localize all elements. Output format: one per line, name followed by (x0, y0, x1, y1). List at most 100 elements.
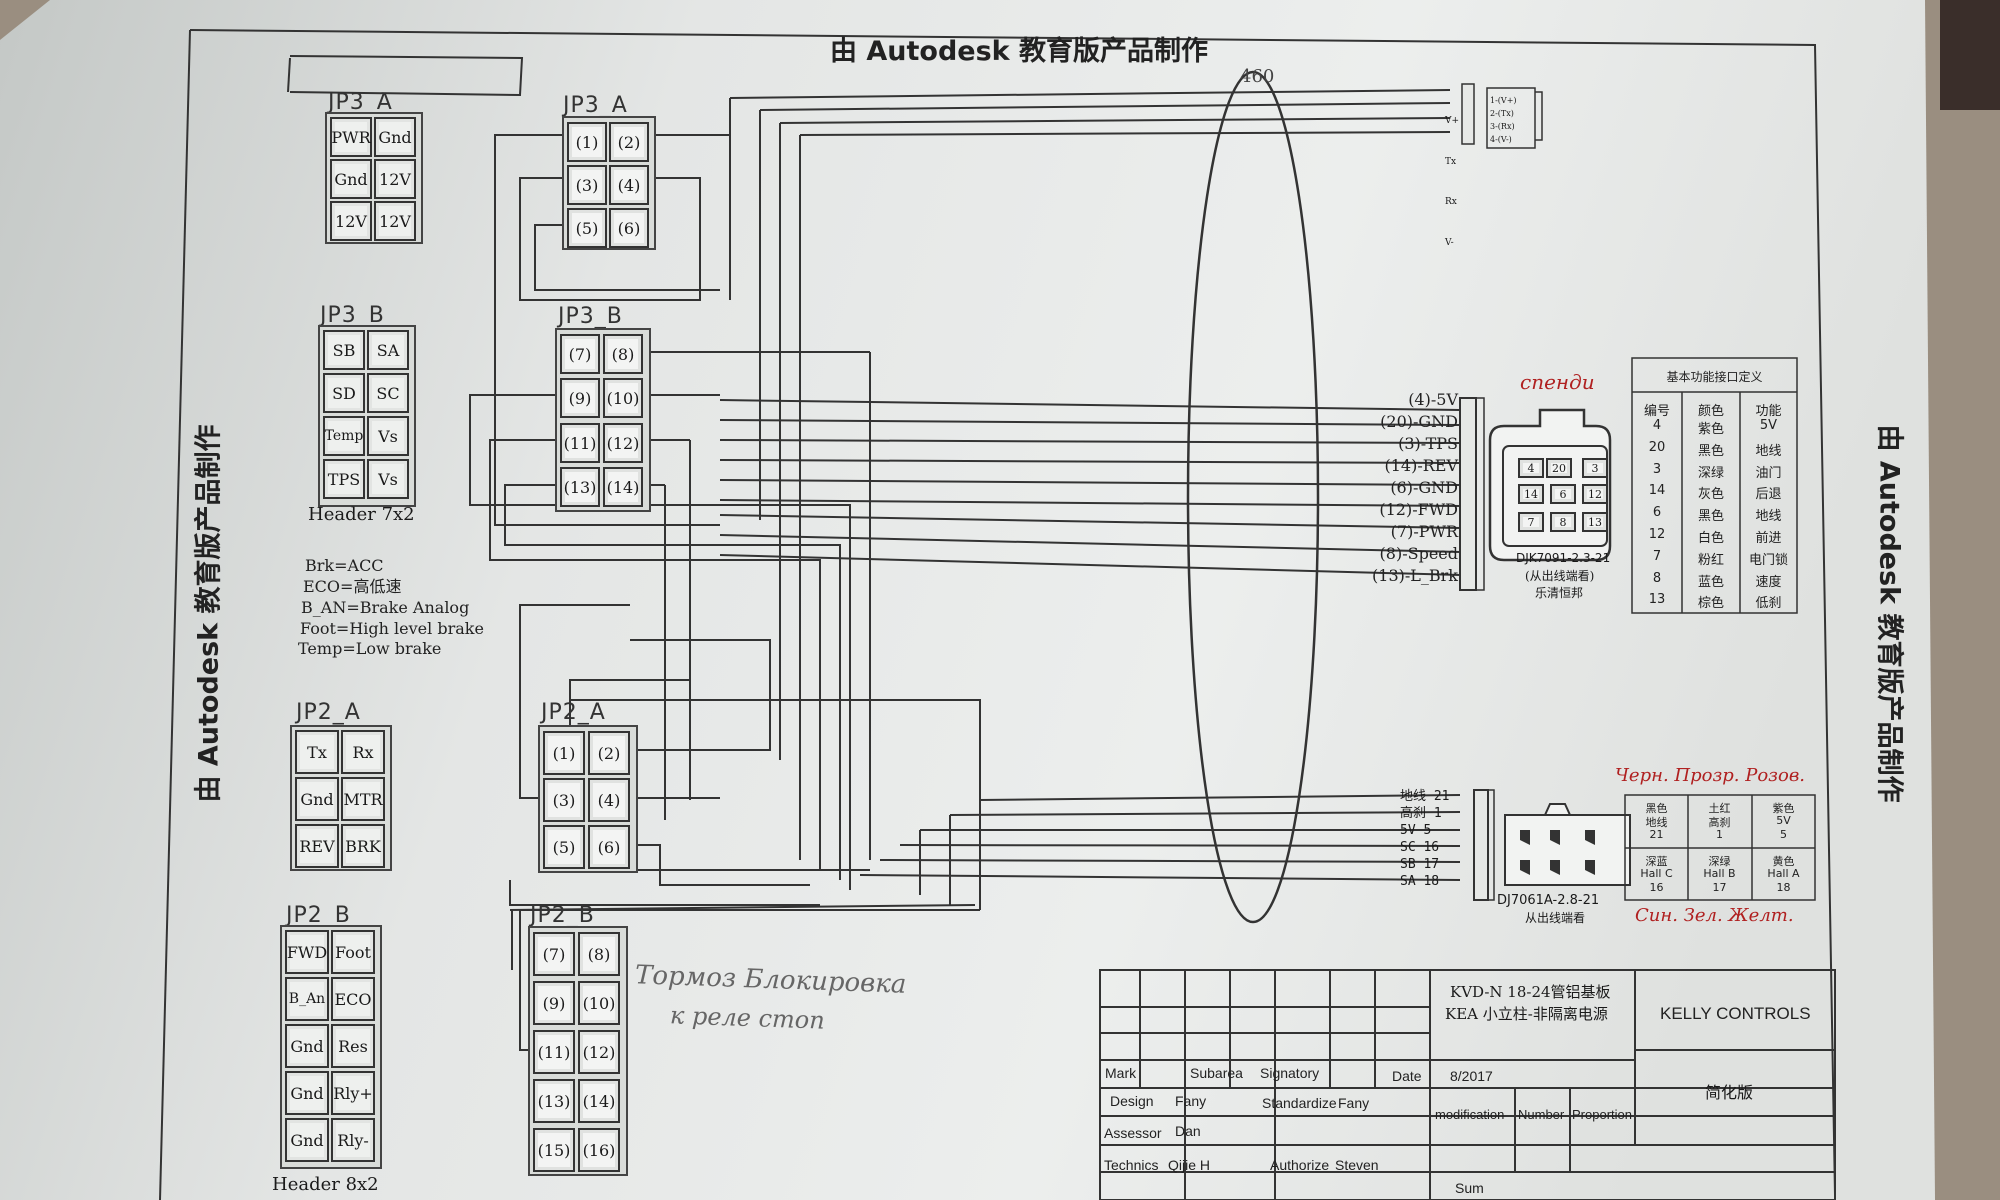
left-jp2b-pin: Rly- (331, 1118, 375, 1162)
left-jp2a-pin: BRK (341, 824, 385, 868)
tb-number: Number (1518, 1107, 1565, 1122)
throttle-signal: (20)-GND (1380, 412, 1458, 431)
center-jp2b-pin: (11) (533, 1030, 575, 1074)
left-jp3a-pin: 12V (330, 201, 372, 241)
center-jp3a-pin: (5) (567, 208, 607, 248)
note-line: B_AN=Brake Analog (301, 598, 470, 617)
func-table-header: 编号 (1643, 404, 1670, 419)
func-table-cell: 油门 (1755, 465, 1782, 481)
hall-signal: 高刹 1 (1400, 806, 1442, 821)
throttle-connector-pin: 7 (1518, 512, 1544, 532)
left-jp2b-pin: FWD (285, 930, 329, 974)
left-jp3b-pin: SB (323, 330, 365, 370)
hall-signal: SA 18 (1400, 874, 1440, 889)
center-jp2a-pin: (1) (543, 731, 585, 775)
left-jp2a-pin: REV (295, 824, 339, 868)
hall-table-cell: 1 (1716, 828, 1723, 841)
tb-authorize: Authorize (1270, 1157, 1330, 1173)
throttle-signal: (13)-L_Brk (1372, 566, 1458, 585)
left-jp2b-title: JP2_B (286, 903, 351, 928)
tb-subarea: Subarea (1190, 1065, 1243, 1081)
throttle-signal: (14)-REV (1384, 456, 1458, 475)
hall-table-cell: 黑色 (1645, 802, 1668, 815)
left-jp2b-pin: Foot (331, 930, 375, 974)
hall-table-cell: 5V (1776, 814, 1791, 827)
func-table-cell: 8 (1652, 570, 1662, 586)
center-jp3a-pin: (4) (609, 165, 649, 205)
left-jp2a-pin: Rx (341, 730, 385, 774)
handwritten-bottom-colors: Син. Зел. Желт. (1635, 905, 1794, 926)
tb-project-1: KVD-N 18-24管铝基板 (1450, 983, 1611, 1001)
comm-labels-left: V+ Tx Rx V- (1445, 88, 1459, 277)
func-table-cell: 14 (1648, 483, 1666, 499)
tb-mark: Mark (1105, 1065, 1137, 1081)
handwritten-brake-line2: к реле стоп (669, 1001, 826, 1035)
func-table-title: 基本功能接口定义 (1666, 370, 1763, 384)
tb-sum: Sum (1455, 1180, 1484, 1196)
left-jp2b-pin: ECO (331, 977, 375, 1021)
hall-table-cell: 深绿 (1708, 855, 1731, 868)
func-table-cell: 棕色 (1697, 596, 1724, 612)
left-jp2b-pin: Gnd (285, 1118, 329, 1162)
throttle-connector-pin: 14 (1518, 484, 1544, 504)
center-jp3b-pin: (9) (560, 378, 600, 418)
hall-signal: 地线 21 (1400, 789, 1450, 804)
center-jp2a-pin: (6) (588, 825, 630, 869)
throttle-connector-part: DJK7091-2.3-21 (1516, 551, 1611, 565)
func-table-cell: 4 (1652, 418, 1662, 433)
throttle-signal: (6)-GND (1390, 478, 1458, 497)
note-line: Foot=High level brake (300, 619, 484, 638)
throttle-connector-pin: 8 (1550, 512, 1576, 532)
throttle-signal: (4)-5V (1408, 390, 1458, 409)
comm-label: 2-(Tx) (1490, 109, 1514, 118)
hall-table-cell: 地线 (1645, 816, 1668, 829)
tb-authorize-name: Steven (1335, 1157, 1379, 1173)
center-jp2a-pin: (5) (543, 825, 585, 869)
throttle-connector-pin: 12 (1582, 484, 1608, 504)
left-jp2b-header: FWD Foot B_An ECO Gnd Res Gnd Rly+ Gnd R… (280, 925, 382, 1169)
tb-proportion: Proportion (1572, 1107, 1632, 1122)
left-jp3b-title: JP3_B (320, 303, 385, 328)
func-table-cell: 紫色 (1697, 422, 1724, 437)
left-jp2a-title: JP2_A (296, 700, 361, 725)
center-jp2a-pin: (4) (588, 778, 630, 822)
center-jp2a-title: JP2_A (541, 700, 606, 725)
throttle-connector-maker: 乐清恒邦 (1535, 586, 1584, 600)
left-jp2b-pin: Res (331, 1024, 375, 1068)
left-jp3a-header: PWR Gnd Gnd 12V 12V 12V (325, 112, 423, 244)
center-jp2b-pin: (15) (533, 1128, 575, 1172)
hall-signal: 5V 5 (1400, 823, 1432, 838)
throttle-signal: (3)-TPS (1398, 434, 1458, 453)
hall-signal: SC 16 (1400, 840, 1440, 855)
comm-labels-right: 1-(V+) 2-(Tx) 3-(Rx) 4-(V-) (1490, 94, 1517, 146)
center-jp2a-pin: (2) (588, 731, 630, 775)
left-jp2b-pin: Gnd (285, 1071, 329, 1115)
func-table-cell: 后退 (1755, 487, 1782, 503)
func-table-cell: 地线 (1755, 509, 1782, 525)
center-jp3a-pin: (6) (609, 208, 649, 248)
tb-assessor-name: Dan (1175, 1123, 1201, 1139)
func-table-cell: 5V (1759, 418, 1778, 433)
tb-company: KELLY CONTROLS (1660, 1004, 1811, 1023)
center-jp2b-pin: (12) (578, 1030, 620, 1074)
func-table-cell: 深绿 (1697, 465, 1724, 481)
center-jp2b-pin: (8) (578, 932, 620, 976)
center-jp2a-pin: (3) (543, 778, 585, 822)
hall-signal: SB 17 (1400, 857, 1440, 872)
watermark-left: 由 Autodesk 教育版产品制作 (193, 424, 225, 803)
func-table-cell: 粉红 (1697, 552, 1724, 568)
center-jp3b-pin: (12) (603, 423, 643, 463)
center-jp2b-pin: (9) (533, 981, 575, 1025)
center-jp3a-header: (1) (2) (3) (4) (5) (6) (562, 116, 656, 250)
func-table-cell: 蓝色 (1697, 574, 1724, 590)
left-jp2a-header: Tx Rx Gnd MTR REV BRK (290, 725, 392, 871)
hall-table-cell: Hall C (1640, 867, 1673, 880)
hall-connector-part: DJ7061A-2.8-21 (1497, 893, 1600, 908)
comm-label: V- (1445, 237, 1454, 248)
hall-table-cell: 黄色 (1772, 855, 1795, 868)
func-table-cell: 13 (1648, 592, 1666, 608)
tb-standardize-name: Fany (1338, 1095, 1370, 1111)
throttle-connector-note: (从出线端看) (1525, 569, 1595, 583)
comm-label: Rx (1445, 197, 1457, 207)
